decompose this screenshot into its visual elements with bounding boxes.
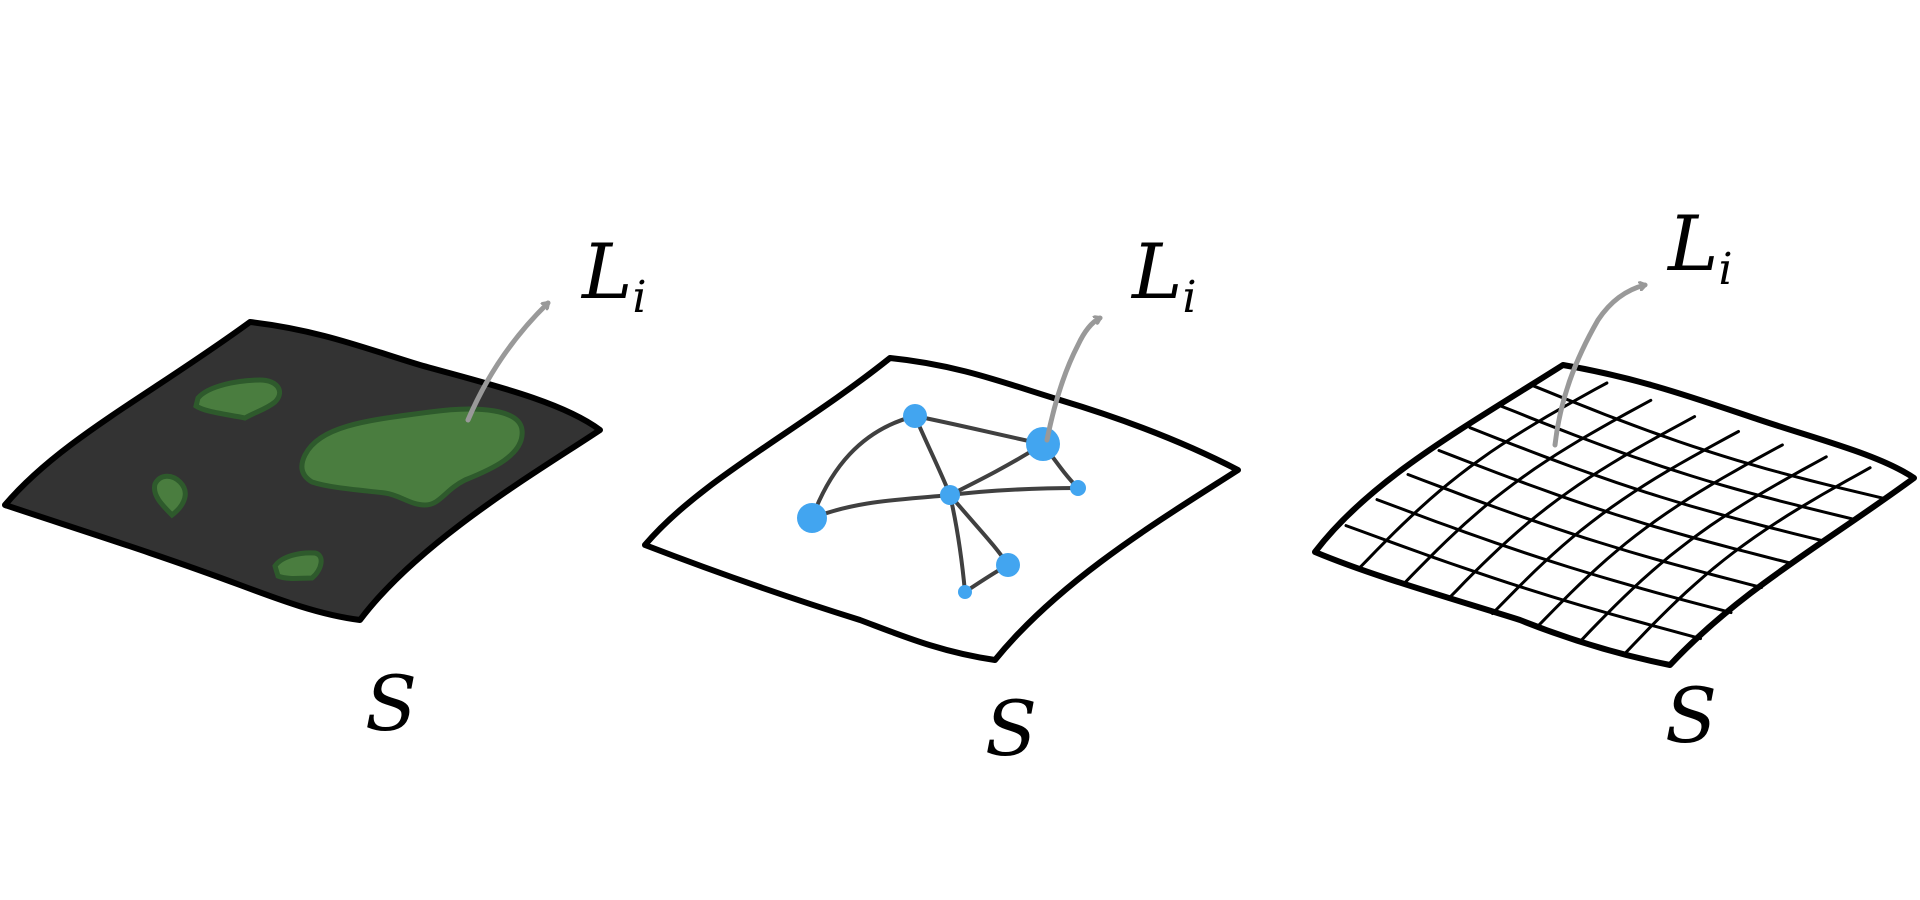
- graph-edge: [948, 486, 1080, 497]
- grid-line-column: [1491, 430, 1740, 615]
- grid-line-row: [1437, 449, 1794, 565]
- surface-label: S: [365, 659, 417, 748]
- grid-line-row: [1375, 498, 1733, 615]
- grid-line-column: [1402, 398, 1653, 586]
- pointer-arrow: [1552, 285, 1648, 448]
- green-region-small-bottom: [272, 550, 324, 581]
- pointer-label: Li: [1130, 227, 1197, 323]
- white-surface-sheet: [642, 355, 1241, 663]
- pointer-label: Li: [580, 227, 647, 323]
- grid-line-row: [1468, 426, 1824, 543]
- grid-line-row: [1530, 383, 1885, 500]
- green-region-small-left: [151, 473, 188, 519]
- grid-line-column: [1357, 381, 1609, 570]
- panel-graph: Li S: [642, 227, 1241, 773]
- graph-edge: [948, 493, 967, 594]
- panel-regions: Li S: [2, 227, 647, 748]
- panel-grid: Li S: [1312, 199, 1917, 760]
- graph-node: [940, 485, 960, 505]
- graph-node: [1070, 480, 1086, 496]
- graph-nodes: [797, 404, 1086, 599]
- pointer-arrow: [1044, 318, 1103, 443]
- graph-node: [958, 585, 972, 599]
- grid-line-column: [1446, 415, 1697, 601]
- pointer-arrow: [465, 300, 551, 423]
- graph-node: [996, 553, 1020, 577]
- graph-edge: [810, 414, 917, 520]
- pointer-label: Li: [1666, 199, 1733, 295]
- grid-line-column: [1535, 443, 1784, 629]
- grid-line-column: [1624, 466, 1872, 655]
- graph-node: [797, 503, 827, 533]
- graph-node: [903, 404, 927, 428]
- grid-line-row: [1406, 473, 1763, 589]
- green-region-small-top: [193, 377, 282, 421]
- surface-label: S: [985, 684, 1037, 773]
- surface-label: S: [1665, 671, 1717, 760]
- grid-line-column: [1579, 455, 1828, 642]
- green-region-large: [299, 406, 525, 508]
- graph-node: [1026, 427, 1060, 461]
- graph-edge: [810, 493, 952, 520]
- grid-mesh: [1344, 381, 1885, 655]
- grid-line-row: [1344, 524, 1702, 641]
